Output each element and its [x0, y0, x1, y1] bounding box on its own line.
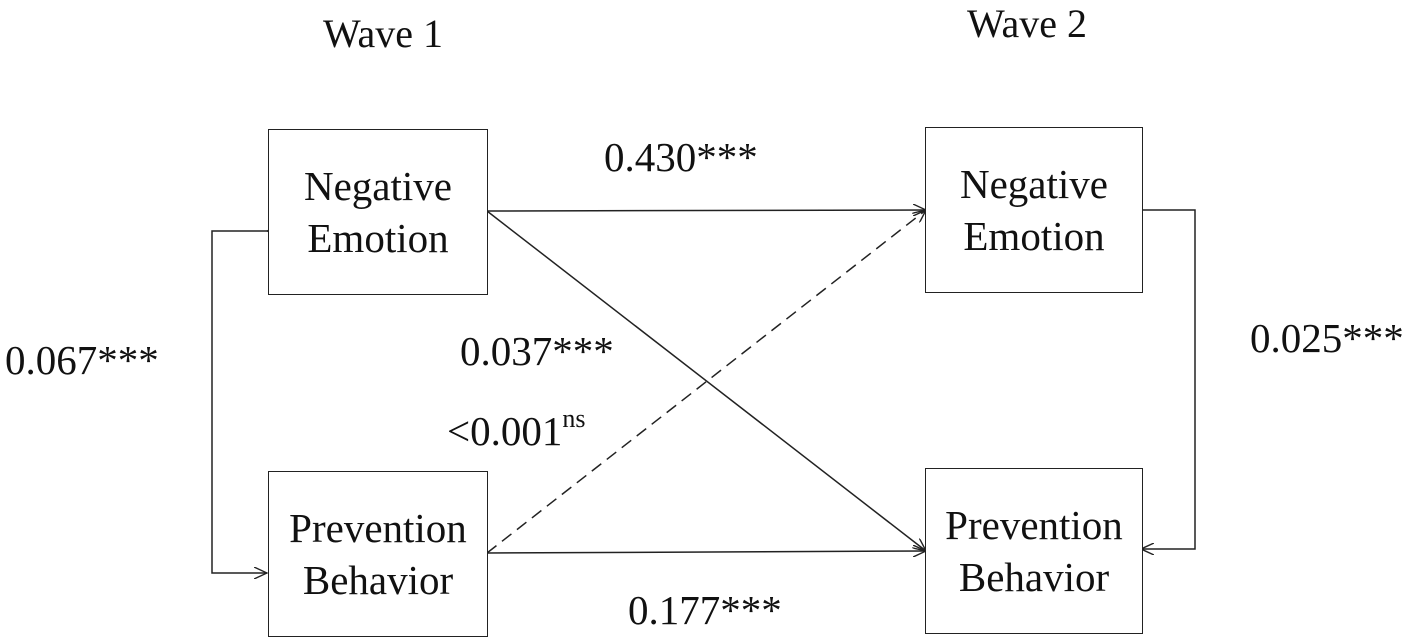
prev-to-prev-arrow	[486, 551, 926, 553]
wave1-negative-emotion-box: Negative Emotion	[268, 129, 488, 295]
significance-superscript: ns	[562, 404, 586, 433]
neg-to-neg-arrow	[486, 210, 926, 211]
wave2-header: Wave 2	[967, 1, 1088, 46]
box-label-line2: Behavior	[958, 554, 1110, 600]
wave2-covariance-arrow	[1141, 210, 1196, 549]
wave1-prevention-behavior-box: Prevention Behavior	[268, 471, 488, 637]
wave2-negative-emotion-box: Negative Emotion	[925, 127, 1143, 293]
box-label-line2: Behavior	[302, 557, 454, 603]
prev-to-neg-arrow	[486, 210, 926, 554]
wave2-covariance-coefficient: 0.025***	[1250, 315, 1404, 361]
prev-to-neg-value: <0.001	[447, 408, 563, 454]
box-label-line1: Negative	[960, 161, 1108, 207]
wave1-header: Wave 1	[323, 11, 444, 56]
box-label-line1: Prevention	[289, 505, 467, 551]
wave2-prevention-behavior-box: Prevention Behavior	[925, 468, 1143, 634]
wave1-covariance-arrow	[211, 231, 267, 573]
box-label-line2: Emotion	[963, 213, 1105, 259]
prev-to-neg-coefficient: <0.001ns	[447, 404, 586, 455]
box-label-line1: Prevention	[945, 502, 1123, 548]
prev-to-prev-coefficient: 0.177***	[628, 587, 782, 633]
wave1-covariance-coefficient: 0.067***	[5, 337, 159, 383]
neg-to-prev-coefficient: 0.037***	[460, 328, 614, 374]
box-label-line2: Emotion	[307, 215, 449, 261]
neg-to-prev-arrow	[486, 210, 926, 551]
neg-to-neg-coefficient: 0.430***	[604, 134, 758, 180]
box-label-line1: Negative	[304, 163, 452, 209]
